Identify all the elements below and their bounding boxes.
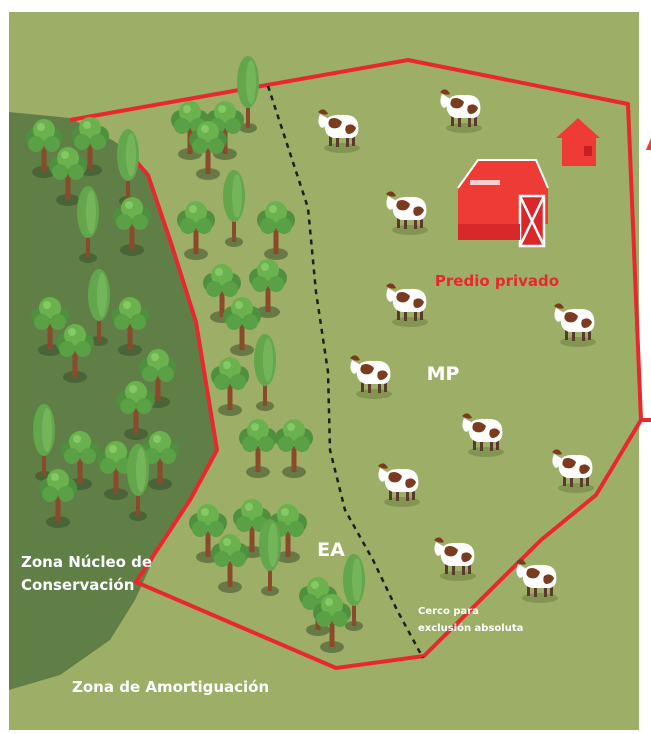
property-boundary: [69, 58, 643, 670]
label-core-zone-line1: Zona Núcleo de: [21, 553, 152, 571]
exclusion-fence: [266, 85, 425, 659]
house-icon: [556, 118, 600, 166]
label-ea: EA: [317, 539, 345, 561]
label-fence-line2: exclusión absoluta: [418, 622, 523, 634]
label-core-zone-line2: Conservación: [21, 576, 134, 594]
label-fence-line1: Cerco para: [418, 606, 479, 617]
label-private-property: Predio privado: [435, 272, 559, 290]
partial-barn-icon: [646, 138, 651, 150]
core-zone: [9, 112, 216, 690]
barn-icon: [457, 159, 549, 248]
label-mp: MP: [427, 363, 460, 385]
label-buffer-zone: Zona de Amortiguación: [72, 678, 269, 696]
